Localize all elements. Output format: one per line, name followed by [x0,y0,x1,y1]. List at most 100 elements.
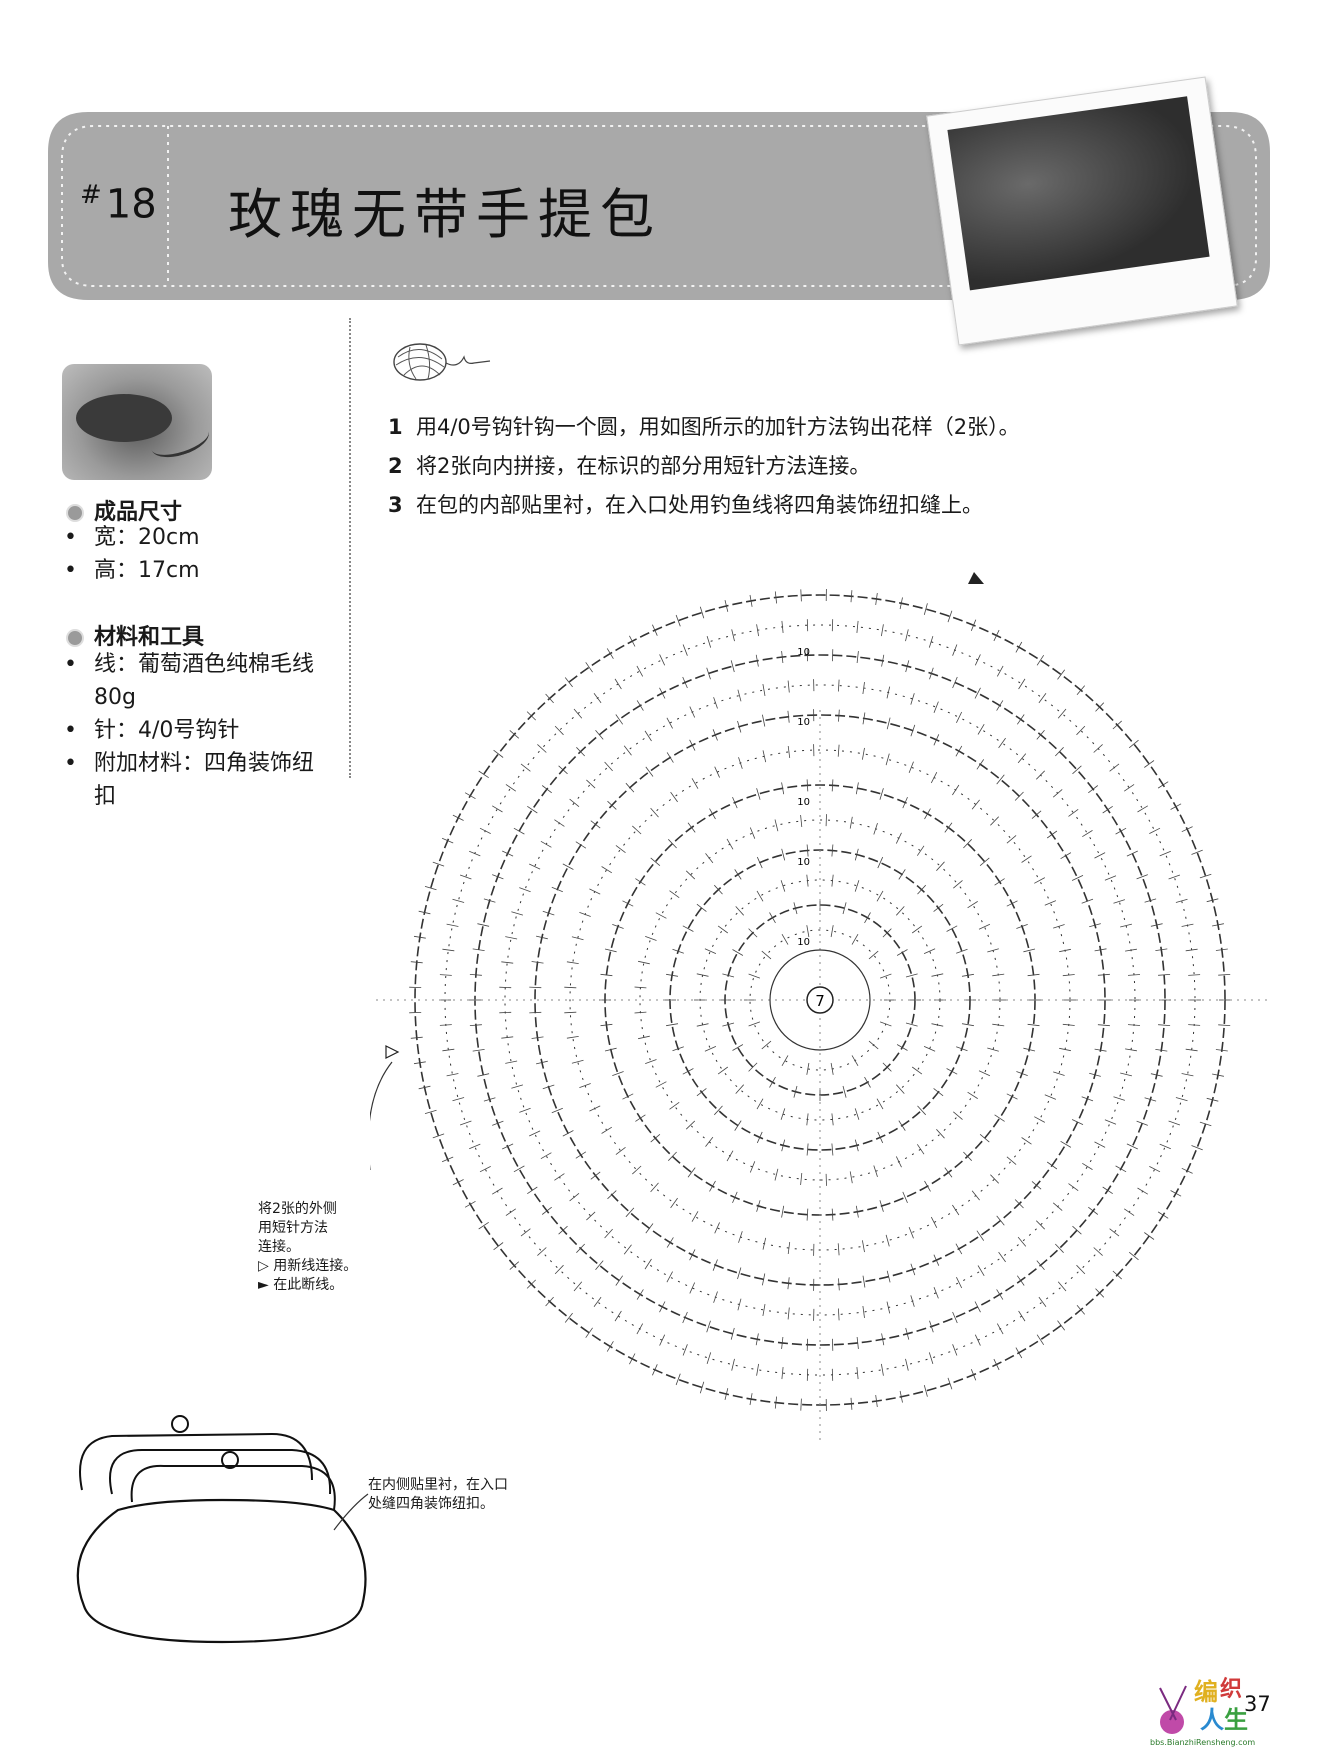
stitch-mark [526,711,536,721]
stitch-mark [1155,1049,1168,1052]
stitch-mark [712,1259,718,1271]
stitch-mark [952,644,958,656]
stitch-mark [737,1298,742,1311]
stitch-mark [761,1040,772,1050]
stitch-mark [868,1040,879,1050]
stitch-mark [529,986,542,989]
stitch-mark [1181,923,1194,927]
stitch-mark [910,693,915,705]
product-photo [926,76,1238,346]
stitch-mark [1127,1024,1141,1026]
stitch-mark [479,1166,491,1173]
stitch-mark [1053,1071,1065,1076]
stitch-mark [666,717,673,729]
stitch-mark [1059,1047,1071,1052]
stitch-mark [704,948,717,954]
stitch-mark [910,724,916,737]
materials-list: •线：葡萄酒色纯棉毛线80g •针：4/0号钩针 •附加材料：四角装饰纽扣 [64,648,344,813]
stitch-mark [650,1182,659,1193]
stitch-mark [769,1076,776,1088]
stitch-mark [756,1363,759,1376]
stitch-mark [1068,1183,1079,1192]
stitch-mark [781,1367,784,1380]
stitch-mark [1188,974,1201,976]
stitch-mark [585,662,593,673]
stitch-mark [1158,974,1171,976]
stitch-mark [730,1327,735,1340]
stitch-mark [1102,805,1113,814]
stitch-mark [505,1208,517,1216]
stitch-mark [1149,827,1161,834]
stitch-mark [564,1011,577,1014]
stitch-mark [781,1055,789,1066]
stitch-mark [491,1187,503,1195]
stitch-mark [685,1120,696,1130]
stitch-mark [864,1076,871,1088]
stitch-mark [590,820,601,829]
stitch-mark [540,1152,552,1160]
stitch-mark [505,1060,518,1064]
stitch-mark [446,923,459,927]
stitch-mark [418,910,431,915]
stitch-mark [862,747,865,760]
stitch-mark [1017,753,1027,764]
stitch-mark [669,1101,680,1110]
stitch-mark [1175,1097,1188,1102]
stitch-mark [604,761,613,772]
stitch-mark [994,878,1005,886]
stitch-mark [1170,803,1182,810]
stitch-mark [905,1022,918,1027]
stitch-mark [929,1320,934,1333]
ring-label: 10 [797,857,810,868]
stitch-mark [781,1139,786,1152]
stitch-mark [493,749,504,758]
stitch-mark [576,1243,585,1253]
stitch-mark [946,1068,958,1075]
stitch-mark [908,761,914,774]
leader-line [370,1061,393,1170]
stitch-mark [645,1223,654,1234]
stitch-mark [659,654,666,666]
stitch-mark [689,706,696,718]
stitch-mark [996,1289,1004,1300]
stitch-mark [762,684,766,696]
materials-heading: 材料和工具 [66,619,204,651]
stitch-mark [749,1393,753,1406]
stitch-mark [1076,725,1086,736]
stitch-mark [849,1171,853,1184]
stitch-mark [902,1191,908,1204]
stitch-mark [585,1327,593,1338]
stitch-mark [655,1081,667,1088]
stitch-mark [509,730,520,739]
stitch-mark [666,1237,674,1248]
stitch-mark [1123,784,1135,792]
bullet-dot-icon [66,629,84,647]
stitch-mark [756,624,759,637]
stitch-mark [452,898,465,903]
stitch-mark [854,1108,860,1120]
stitch-mark [856,620,859,633]
stitch-mark [933,701,939,713]
stitch-mark [993,1358,1000,1371]
stitch-mark [629,635,636,647]
list-item: •针：4/0号钩针 [64,718,240,743]
stitch-mark [502,850,514,857]
stitch-mark [838,709,840,722]
stitch-mark [1006,1093,1018,1100]
stitch-mark [762,1273,766,1286]
stitch-mark [722,1022,735,1027]
stitch-mark [635,878,646,886]
stitch-mark [564,1312,573,1323]
stitch-mark [604,1047,617,1052]
stitch-mark [612,1071,624,1076]
stitch-mark [955,745,963,757]
stitch-mark [1137,1187,1149,1195]
site-logo: 编 织 人 生 [1159,1676,1248,1734]
stitch-mark [961,1023,974,1027]
stitch-mark [1089,1072,1101,1077]
stitch-mark [732,796,738,809]
bullet-dot-icon [66,504,84,522]
stitch-mark [1038,1296,1047,1307]
stitch-mark [838,679,840,692]
stitch-mark [644,730,652,742]
